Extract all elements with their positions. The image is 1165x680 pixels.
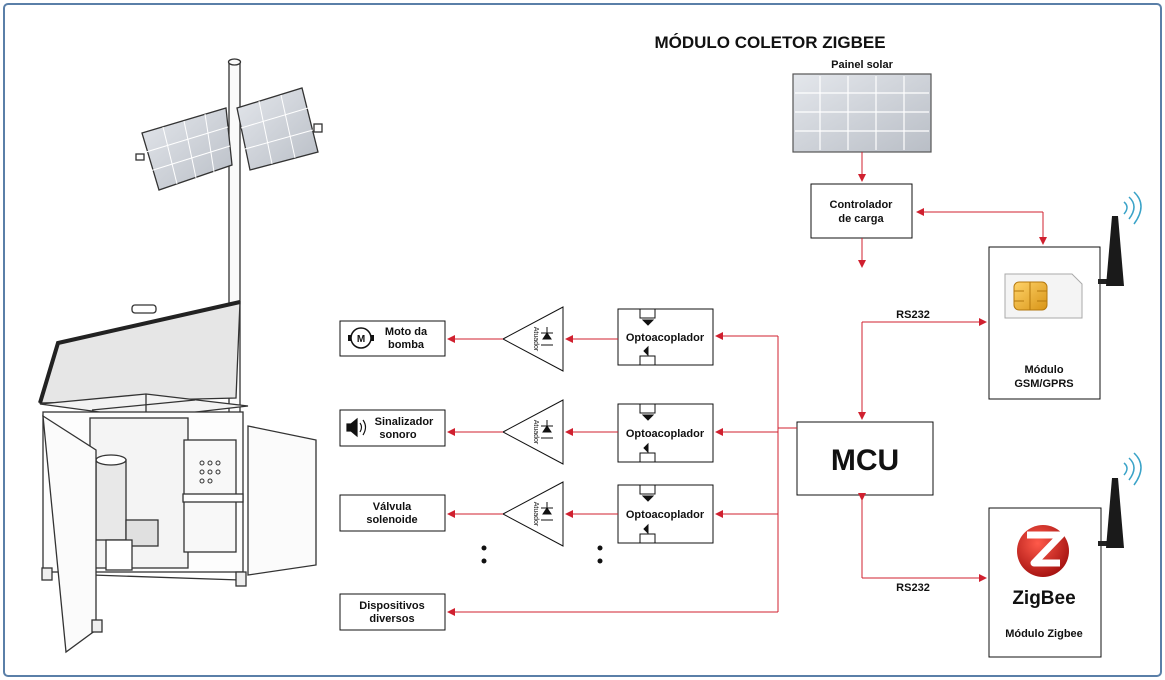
optocoupler-1: Optoacoplador [617,308,714,366]
output-label-2: bomba [388,339,425,351]
actuator-label: Atuador [532,327,539,352]
solar-panel-left-illustration [135,107,233,191]
charge-controller-label-1: Controlador [830,199,894,211]
zigbee-logo-text: ZigBee [1012,588,1075,609]
actuator-2: Atuador [501,399,564,465]
output-label-2: solenoide [366,514,417,526]
solar-panel-label: Painel solar [831,59,893,71]
solar-panel [792,73,932,153]
zigbee-logo-icon [1017,525,1069,577]
mcu-label: MCU [831,444,899,477]
optocoupler-label: Optoacoplador [626,428,705,440]
output-pump-motor: M Moto da bomba [339,320,446,357]
solar-panel-right-illustration [236,87,323,171]
optocoupler-2: Optoacoplador [617,403,714,463]
output-label-2: diversos [369,613,414,625]
rs232-label-bottom: RS232 [896,582,930,594]
gsm-antenna-icon [1098,191,1142,286]
actuator-label: Atuador [532,420,539,445]
wiring [447,152,1047,616]
optocoupler-3: Optoacoplador [617,484,714,544]
rs232-label-top: RS232 [896,309,930,321]
gsm-module-label-2: GSM/GPRS [1014,378,1073,390]
output-solenoid-valve: Válvula solenoide [339,494,446,532]
zigbee-module-label: Módulo Zigbee [1005,628,1083,640]
charge-controller-box [810,183,913,239]
continuation-dots [481,545,603,564]
zigbee-antenna-icon [1098,452,1142,548]
output-buzzer: Sinalizador sonoro [339,409,446,447]
output-misc-devices: Dispositivos diversos [339,593,446,631]
gsm-module-label-1: Módulo [1024,364,1063,376]
output-label-1: Sinalizador [375,416,434,428]
outer-border [3,3,1162,677]
optocoupler-label: Optoacoplador [626,332,705,344]
charge-controller-label-2: de carga [838,213,884,225]
gsm-module-box [988,246,1101,400]
output-label-2: sonoro [379,429,417,441]
actuator-3: Atuador [501,481,564,547]
output-label-1: Moto da [385,326,428,338]
diagram-title: MÓDULO COLETOR ZIGBEE [654,33,885,52]
motor-icon-letter: M [357,334,365,345]
mcu-box [796,421,934,496]
motor-icon: M [348,327,374,349]
actuator-1: Atuador [501,306,564,372]
output-label-1: Dispositivos [359,600,424,612]
speaker-icon [346,417,367,438]
optocoupler-label: Optoacoplador [626,509,705,521]
output-label-1: Válvula [373,501,412,513]
actuator-label: Atuador [532,502,539,527]
sim-card-icon [1004,273,1083,319]
equipment-illustration [38,58,323,654]
